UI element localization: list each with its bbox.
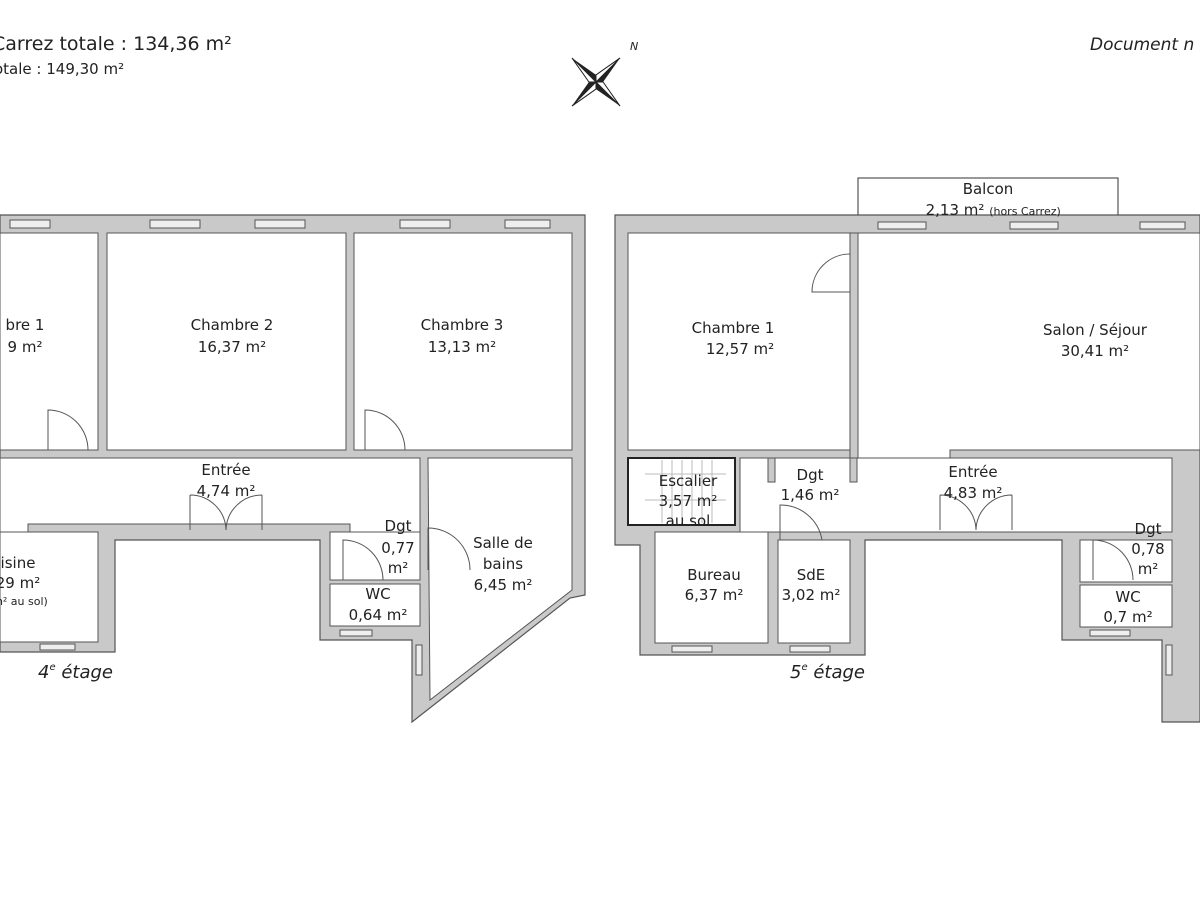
room-area: 29 m² (0, 574, 40, 592)
room-name: Chambre 1 (692, 319, 775, 337)
room-chambre-3 (353, 232, 573, 451)
stairs (645, 460, 726, 523)
surface-totale: otale : 149,30 m² (0, 60, 125, 78)
room-name: Dgt (1135, 520, 1162, 538)
room-area: 12,57 m² (706, 340, 774, 358)
room-name: bre 1 (6, 316, 45, 334)
floor5-plan: Balcon 2,13 m² (hors Carrez) Chambre 1 1… (614, 177, 1200, 723)
doors (779, 253, 1134, 581)
room-salon-sejour (857, 232, 1200, 459)
room-name: WC (1115, 588, 1140, 606)
room-area-unit: m² (388, 559, 409, 577)
room-name: Entrée (201, 461, 250, 479)
room-area: 1,46 m² (781, 486, 840, 504)
room-area: 3,02 m² (782, 586, 841, 604)
room-name: Entrée (948, 463, 997, 481)
room-entree (739, 457, 1173, 533)
room-chambre-1 (627, 232, 851, 451)
room-bureau (654, 531, 769, 644)
room-name: Salon / Séjour (1043, 321, 1148, 339)
room-sde (777, 539, 851, 644)
room-name: Bureau (687, 566, 741, 584)
room-area: 4,74 m² (197, 482, 256, 500)
floor4-plan: bre 1 9 m² Chambre 2 16,37 m² Chambre 3 … (0, 214, 586, 724)
room-area: 13,13 m² (428, 338, 496, 356)
balcony (857, 177, 1119, 219)
room-area: 9 m² (8, 338, 43, 356)
room-area: 0,7 m² (1103, 608, 1152, 626)
doors (47, 409, 471, 581)
room-note: m² au sol) (0, 595, 48, 608)
room-name: SdE (797, 566, 826, 584)
room-wc (329, 583, 421, 627)
room-area: 0,78 (1131, 540, 1164, 558)
compass-icon (571, 57, 621, 107)
room-dgt-2 (1079, 539, 1173, 583)
floor4-label: 4e étage (38, 662, 113, 683)
room-area: 0,77 (381, 539, 414, 557)
room-area: 6,45 m² (474, 576, 533, 594)
room-name: Chambre 3 (421, 316, 504, 334)
balcony-area: 2,13 m² (926, 201, 985, 219)
room-name: Dgt (797, 466, 824, 484)
room-area: 4,83 m² (944, 484, 1003, 502)
room-name: Dgt (385, 517, 412, 535)
room-name: Chambre 2 (191, 316, 274, 334)
carrez-total: Carrez totale : 134,36 m² (0, 33, 232, 55)
room-chambre-2 (106, 232, 347, 451)
room-chambre-1 (0, 232, 99, 451)
room-name: Salle de (473, 534, 533, 552)
room-salle-de-bains (427, 457, 573, 702)
room-note: au sol (666, 512, 711, 530)
room-cuisine (0, 531, 99, 643)
room-area: 30,41 m² (1061, 342, 1129, 360)
balcony-name: Balcon (963, 180, 1014, 198)
room-name: Escalier (659, 472, 718, 490)
room-name: isine (1, 554, 36, 572)
room-area-unit: m² (1138, 560, 1159, 578)
room-name: WC (365, 585, 390, 603)
floor5-label: 5e étage (790, 662, 865, 683)
windows (671, 221, 1186, 676)
room-area: 16,37 m² (198, 338, 266, 356)
room-wc (1079, 584, 1173, 628)
wall-stubs (767, 232, 859, 483)
balcony-note: (hors Carrez) (989, 205, 1061, 218)
compass-north-label: N (630, 40, 638, 53)
room-area: 6,37 m² (685, 586, 744, 604)
document-reference: Document n (1090, 35, 1195, 55)
room-area: 0,64 m² (349, 606, 408, 624)
windows (9, 219, 551, 676)
room-area: 3,57 m² (659, 492, 718, 510)
room-name-2: bains (483, 555, 523, 573)
